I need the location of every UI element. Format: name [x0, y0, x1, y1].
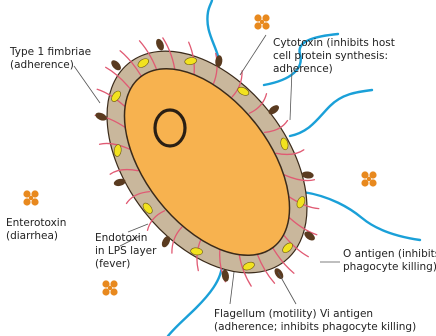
- cytotoxin-leader: [240, 35, 266, 75]
- svg-text:in LPS layer: in LPS layer: [95, 245, 157, 257]
- vi-antigen-leader: [278, 272, 296, 304]
- enterotoxin-icon: [254, 14, 269, 29]
- fimbriae-leader: [74, 66, 100, 103]
- flagellum-icon: [290, 90, 372, 136]
- svg-text:(fever): (fever): [95, 258, 130, 270]
- svg-text:(diarrhea): (diarrhea): [6, 230, 58, 242]
- flagellum-leader: [230, 272, 234, 304]
- label-flagellum: Flagellum (motility) Vi antigen (adheren…: [214, 308, 416, 333]
- label-enterotoxin: Enterotoxin (diarrhea): [6, 217, 66, 242]
- enterotoxin-icon: [102, 280, 117, 295]
- svg-text:Type 1 fimbriae: Type 1 fimbriae: [9, 46, 91, 58]
- endotoxin-leader-2: [128, 224, 148, 232]
- svg-text:cell protein synthesis:: cell protein synthesis:: [273, 50, 388, 62]
- enterotoxin-icon: [23, 190, 38, 205]
- svg-text:(adherence): (adherence): [10, 59, 74, 71]
- svg-text:O antigen (inhibits: O antigen (inhibits: [343, 248, 436, 260]
- o-antigen-icon: [94, 111, 108, 122]
- cytotoxin-leader-2: [290, 70, 292, 120]
- svg-text:phagocyte killing): phagocyte killing): [343, 261, 436, 273]
- flagellum-icon: [303, 192, 420, 240]
- svg-text:adherence): adherence): [273, 63, 333, 75]
- label-fimbriae: Type 1 fimbriae (adherence): [9, 46, 91, 71]
- label-o-antigen: O antigen (inhibits phagocyte killing): [343, 248, 436, 273]
- flagellum-icon: [207, 0, 218, 56]
- svg-text:Enterotoxin: Enterotoxin: [6, 217, 66, 229]
- label-cytotoxin: Cytotoxin (inhibits host cell protein sy…: [273, 37, 395, 75]
- svg-text:Flagellum (motility) Vi antige: Flagellum (motility) Vi antigen: [214, 308, 373, 320]
- svg-text:(adherence; inhibits phagocyte: (adherence; inhibits phagocyte killing): [214, 321, 416, 333]
- o-antigen-icon: [109, 59, 122, 73]
- svg-text:Cytotoxin (inhibits host: Cytotoxin (inhibits host: [273, 37, 395, 49]
- svg-text:Endotoxin: Endotoxin: [95, 232, 147, 244]
- label-endotoxin: Endotoxin in LPS layer (fever): [95, 232, 157, 270]
- enterotoxin-icon: [361, 171, 376, 186]
